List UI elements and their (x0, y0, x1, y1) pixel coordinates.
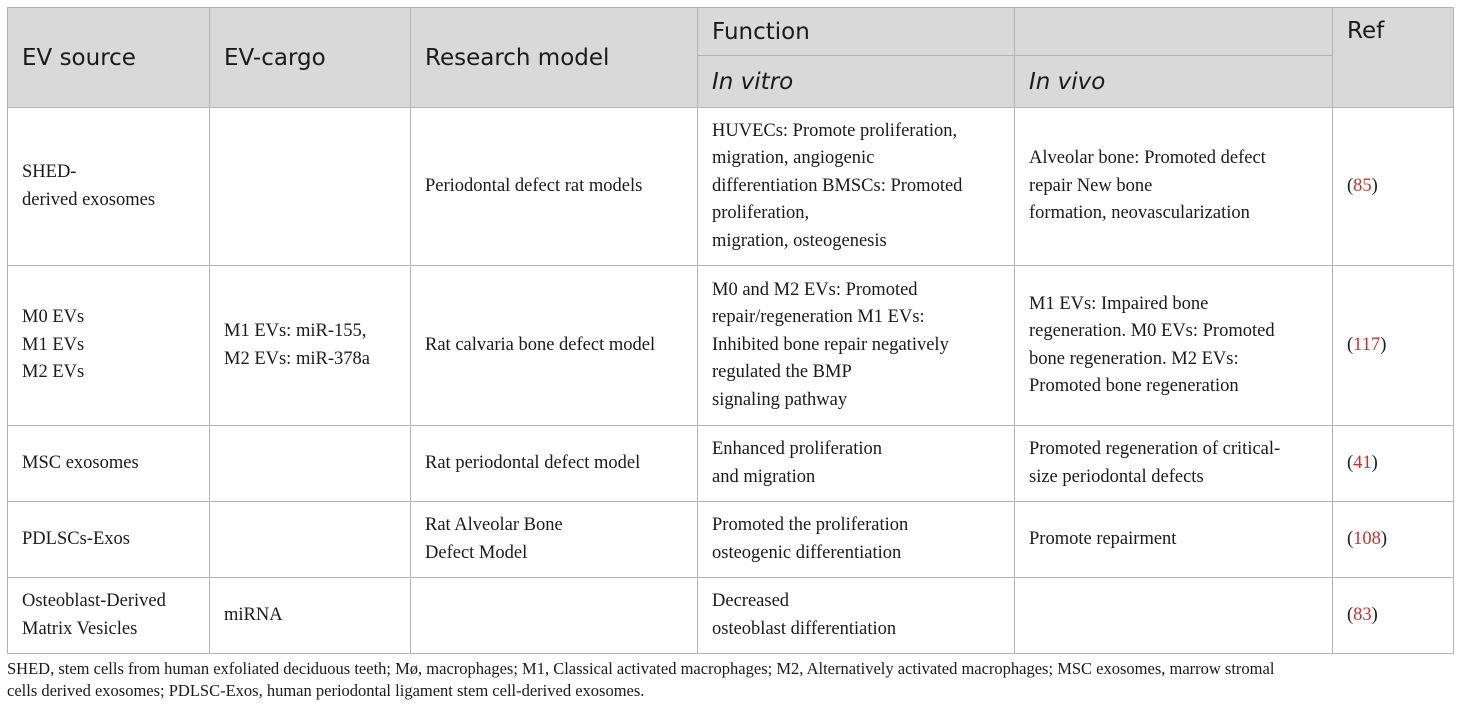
cell-model: Periodontal defect rat models (410, 107, 698, 266)
cell-in-vivo: Promote repairment (1014, 501, 1333, 578)
header-ev-source: EV source (7, 7, 210, 108)
cell-line: regulated the BMP (712, 362, 852, 383)
cell-source: M0 EVs M1 EVs M2 EVs (7, 265, 210, 426)
cell-ref: (85) (1332, 107, 1454, 266)
cell-ref: (41) (1332, 425, 1454, 502)
cell-ref: (108) (1332, 501, 1454, 578)
cell-line: regeneration. M0 EVs: Promoted (1029, 321, 1275, 341)
cell-line: SHED- (22, 162, 77, 182)
document: EV source EV-cargo Research model Functi… (7, 7, 1454, 702)
table-row: SHED-derived exosomes Periodontal defect… (7, 107, 1454, 266)
cell-line: M1 EVs: miR-155, (224, 321, 367, 341)
cell-line: PDLSCs-Exos (22, 528, 130, 549)
footnote-line: cells derived exosomes; PDLSC-Exos, huma… (7, 681, 645, 700)
cell-line: M0 EVs (22, 307, 85, 328)
cell-in-vitro: Enhanced proliferation and migration (697, 425, 1015, 502)
cell-source: PDLSCs-Exos (7, 501, 210, 578)
table-footnote: SHED, stem cells from human exfoliated d… (7, 658, 1453, 702)
cell-line: MSC exosomes (22, 452, 139, 473)
cell-line: Promote repairment (1029, 528, 1177, 549)
cell-line: HUVECs: Promote proliferation, (712, 120, 958, 141)
cell-in-vivo (1014, 577, 1333, 654)
cell-line: proliferation, (712, 203, 810, 224)
cell-line: Periodontal defect rat models (425, 175, 643, 196)
cell-line: Promoted regeneration of critical- (1029, 439, 1281, 459)
cell-line: osteogenic differentiation (712, 542, 902, 563)
header-ev-cargo: EV-cargo (209, 7, 411, 108)
cell-cargo (209, 425, 411, 502)
cell-line: M2 EVs (22, 362, 85, 383)
cell-cargo (209, 107, 411, 266)
cell-line: signaling pathway (712, 389, 848, 410)
cell-line: Defect Model (425, 542, 528, 563)
cell-in-vivo: Promoted regeneration of critical-size p… (1014, 425, 1333, 502)
cell-line: Rat calvaria bone defect model (425, 334, 656, 355)
cell-in-vitro: Decreased osteoblast differentiation (697, 577, 1015, 654)
ev-table: EV source EV-cargo Research model Functi… (7, 7, 1454, 654)
cell-line: Promoted bone regeneration (1029, 376, 1239, 396)
cell-line: derived exosomes (22, 189, 156, 210)
cell-line: Rat periodontal defect model (425, 452, 641, 473)
cell-line: M1 EVs (22, 334, 85, 355)
cell-line: M2 EVs: miR-378a (224, 348, 370, 369)
cell-source: MSC exosomes (7, 425, 210, 502)
table-body: SHED-derived exosomes Periodontal defect… (7, 107, 1454, 654)
cell-line: migration, angiogenic (712, 148, 875, 169)
cell-line: Osteoblast-Derived (22, 591, 166, 611)
cell-model: Rat periodontal defect model (410, 425, 698, 502)
table-row: M0 EVs M1 EVs M2 EVs M1 EVs: miR-155, M2 EV… (7, 265, 1454, 426)
cell-in-vivo: M1 EVs: Impaired bone regeneration. M0 EV… (1014, 265, 1333, 426)
cell-line: Alveolar bone: Promoted defect (1029, 148, 1266, 169)
header-in-vitro: In vitro (697, 55, 1015, 108)
ref-link[interactable]: 41 (1353, 452, 1372, 473)
ref-link[interactable]: 108 (1353, 528, 1381, 549)
cell-in-vitro: HUVECs: Promote proliferation, migration,… (697, 107, 1015, 266)
cell-line: repair/regeneration M1 EVs: (712, 307, 925, 328)
cell-cargo: miRNA (209, 577, 411, 654)
ref-link[interactable]: 117 (1353, 334, 1381, 355)
cell-line: repair New bone (1029, 175, 1153, 196)
cell-ref: (117) (1332, 265, 1454, 426)
cell-ref: (83) (1332, 577, 1454, 654)
cell-line: Enhanced proliferation (712, 439, 883, 459)
cell-in-vitro: Promoted the proliferation osteogenic dif… (697, 501, 1015, 578)
cell-source: SHED-derived exosomes (7, 107, 210, 266)
cell-line: Promoted the proliferation (712, 515, 909, 535)
cell-in-vivo: Alveolar bone: Promoted defect repair New… (1014, 107, 1333, 266)
header-function: Function (697, 7, 1015, 56)
cell-line: Matrix Vesicles (22, 618, 138, 639)
cell-line: M0 and M2 EVs: Promoted (712, 279, 918, 300)
cell-line: miRNA (224, 604, 283, 625)
cell-model (410, 577, 698, 654)
cell-in-vitro: M0 and M2 EVs: Promoted repair/regenerati… (697, 265, 1015, 426)
header-research-model: Research model (410, 7, 698, 108)
cell-line: size periodontal defects (1029, 466, 1204, 487)
cell-line: formation, neovascularization (1029, 203, 1250, 224)
table-row: MSC exosomes Rat periodontal defect mode… (7, 425, 1454, 502)
cell-line: bone regeneration. M2 EVs: (1029, 348, 1239, 369)
cell-line: Decreased (712, 591, 790, 611)
cell-line: migration, osteogenesis (712, 230, 887, 251)
footnote-line: SHED, stem cells from human exfoliated d… (7, 659, 1275, 678)
table-header: EV source EV-cargo Research model Functi… (7, 7, 1454, 108)
ref-link[interactable]: 85 (1353, 175, 1372, 196)
cell-cargo (209, 501, 411, 578)
header-function-spacer (1014, 7, 1333, 56)
header-in-vivo: In vivo (1014, 55, 1333, 108)
header-ref: Ref (1332, 7, 1454, 108)
cell-line: M1 EVs: Impaired bone (1029, 293, 1209, 314)
cell-cargo: M1 EVs: miR-155, M2 EVs: miR-378a (209, 265, 411, 426)
cell-model: Rat calvaria bone defect model (410, 265, 698, 426)
cell-line: and migration (712, 466, 816, 487)
cell-line: differentiation BMSCs: Promoted (712, 175, 963, 196)
cell-line: Rat Alveolar Bone (425, 515, 563, 535)
cell-line: osteoblast differentiation (712, 618, 897, 639)
ref-link[interactable]: 83 (1353, 604, 1372, 625)
cell-line: Inhibited bone repair negatively (712, 334, 949, 355)
